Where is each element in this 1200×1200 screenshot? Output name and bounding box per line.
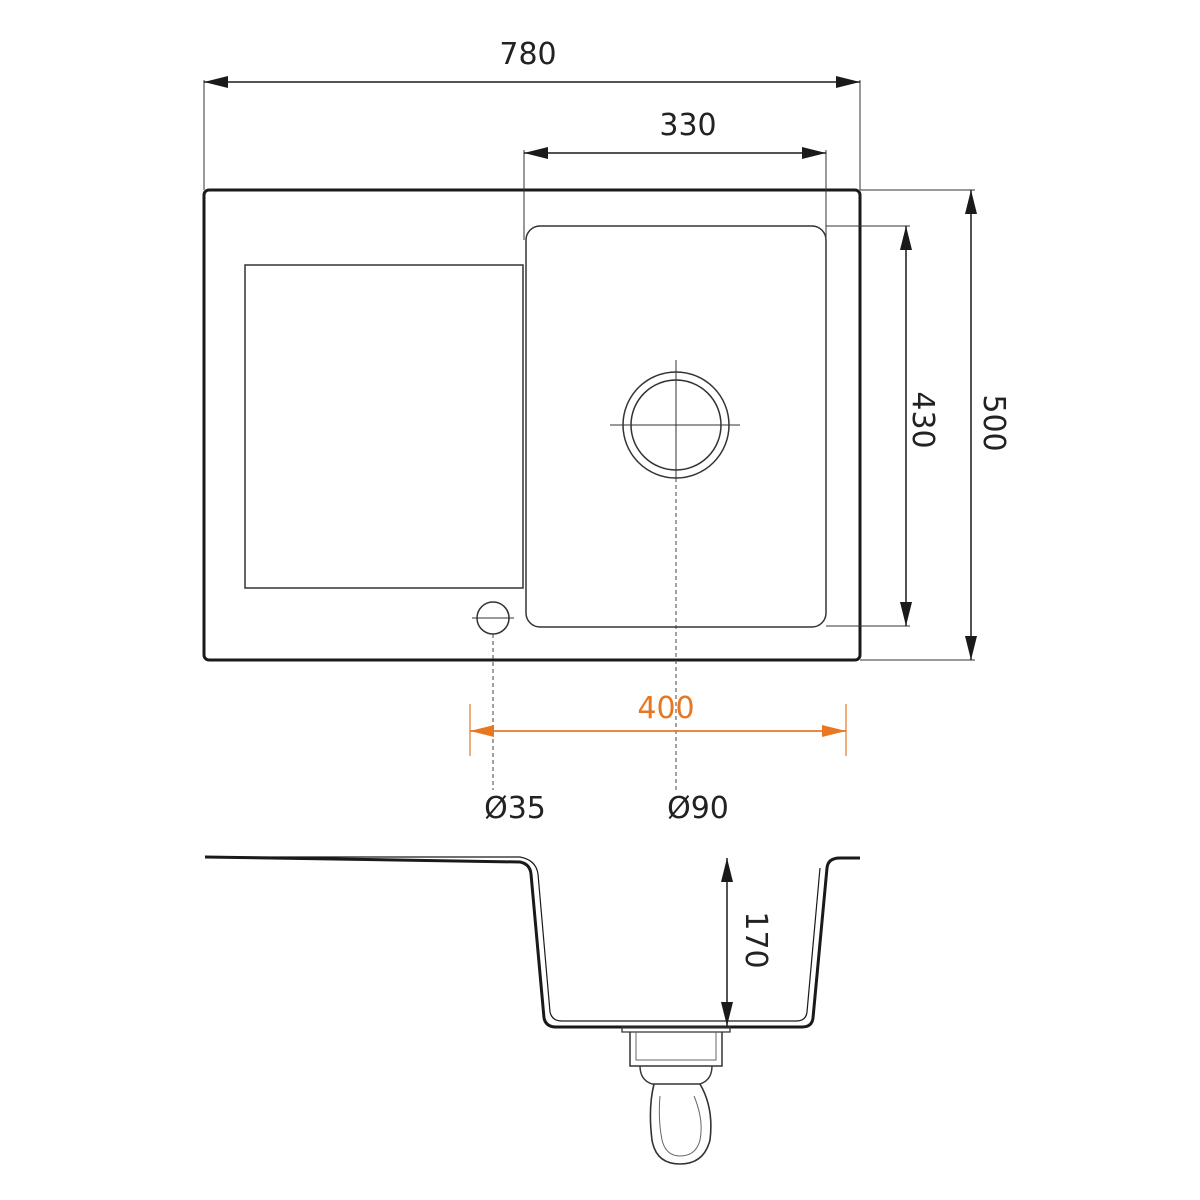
drain-body-inner (635, 1032, 717, 1061)
overflow-diameter-label: Ø35 (484, 791, 546, 826)
section-profile-inner (205, 856, 821, 1022)
drain-diameter-label: Ø90 (667, 791, 729, 826)
dimension-label-170: 170 (738, 911, 773, 968)
drain-neck (639, 1065, 713, 1085)
drain-trap-inner (658, 1095, 702, 1157)
dimension-bowl-length: 430 (826, 225, 940, 627)
dimension-bowl-width: 330 (523, 108, 827, 240)
dimension-drain-spacing: 400 (469, 691, 847, 756)
dimension-label-330: 330 (659, 108, 716, 143)
drain-body (629, 1032, 723, 1067)
dimension-total-width: 780 (203, 37, 861, 190)
dimension-total-depth: 500 (860, 189, 1011, 661)
drain-trap (649, 1083, 712, 1165)
sink-outline (202, 188, 862, 662)
side-section-view (204, 855, 860, 1165)
dimension-label-400: 400 (637, 691, 694, 726)
dimension-bowl-depth: 170 (721, 858, 773, 1026)
top-view (202, 188, 862, 662)
drain-flange (621, 1026, 731, 1033)
dimension-label-780: 780 (499, 37, 556, 72)
dimension-label-430: 430 (905, 391, 940, 448)
dimension-label-500: 500 (976, 394, 1011, 451)
drainer-board (244, 264, 524, 589)
